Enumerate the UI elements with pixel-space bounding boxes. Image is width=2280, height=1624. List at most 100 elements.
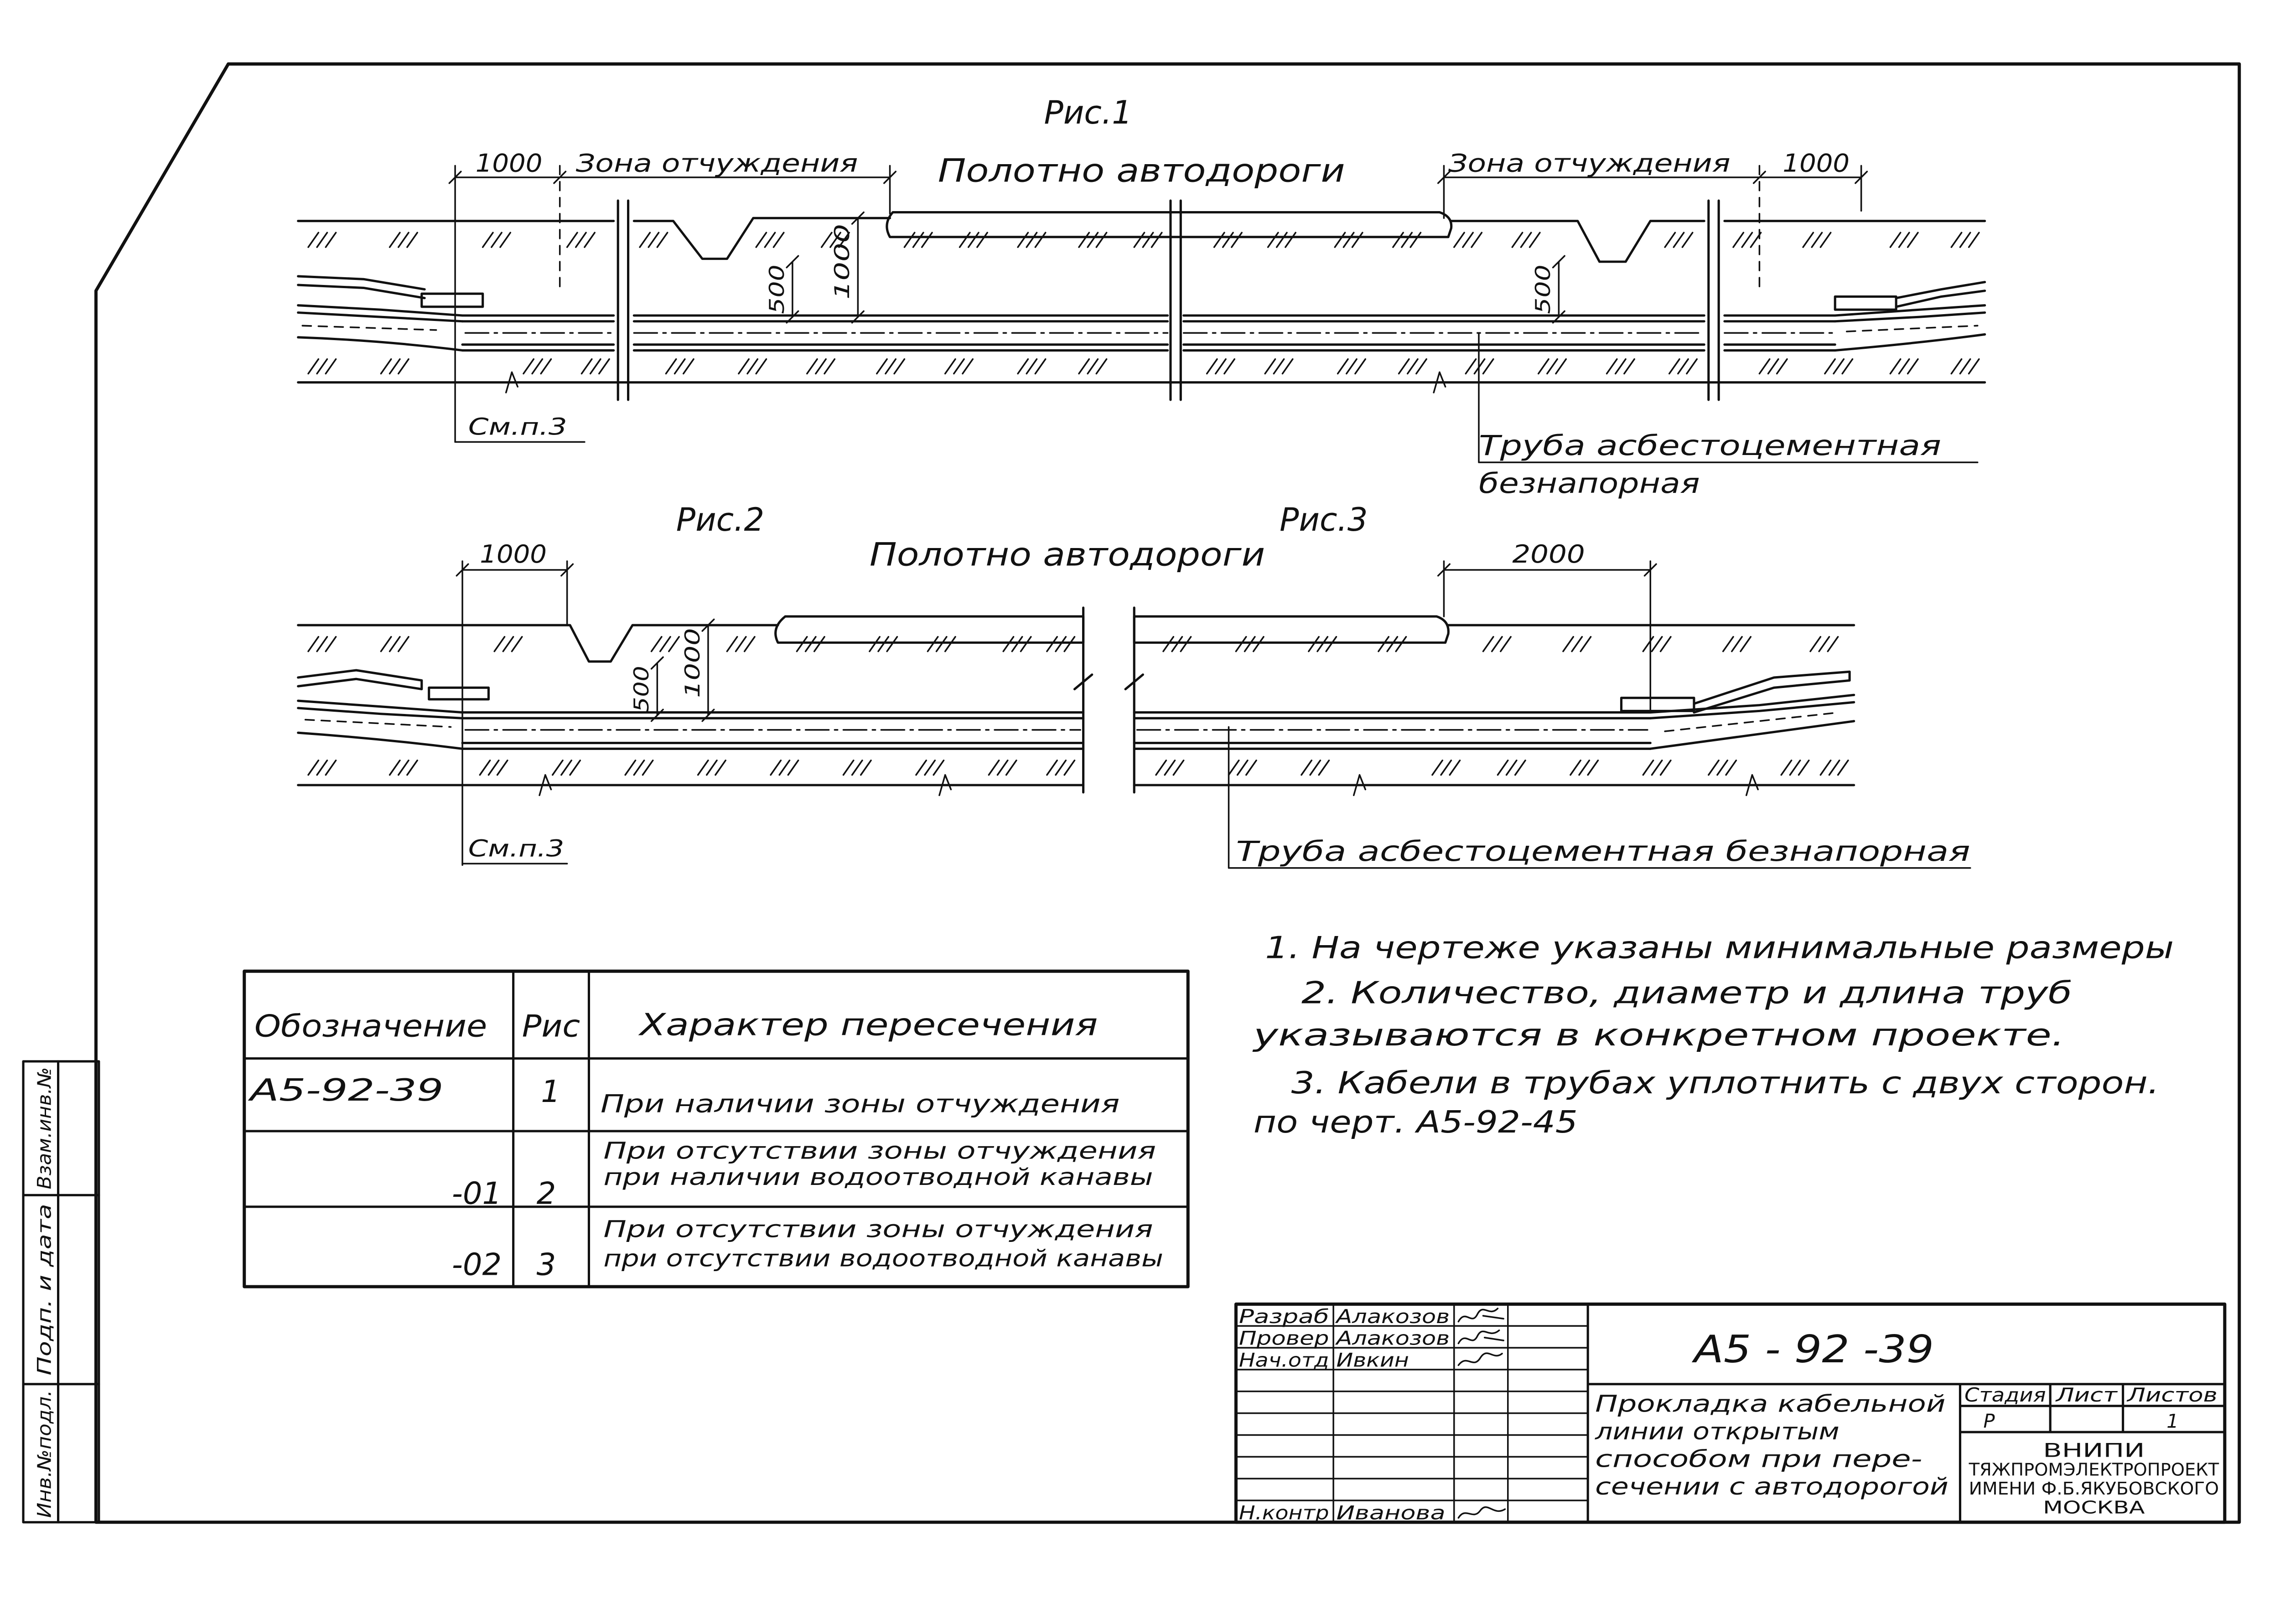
hatch-mark xyxy=(566,232,596,248)
hatch-mark xyxy=(1465,358,1494,375)
table-cell-designation: А5-92-39 xyxy=(248,1072,444,1108)
fig1-extension-lines xyxy=(454,165,1862,443)
hatch-mark xyxy=(1722,636,1752,652)
break-mark xyxy=(1745,774,1759,796)
break-mark xyxy=(539,774,552,796)
name-checker: Алакозов xyxy=(1335,1328,1450,1350)
hatch-mark xyxy=(1228,760,1257,776)
hatch-mark xyxy=(1264,358,1294,375)
fig2-ground-line xyxy=(297,624,779,663)
fig1-cable-left xyxy=(297,275,484,352)
hatch-mark xyxy=(1046,760,1076,776)
table-cell-fig: 3 xyxy=(537,1247,556,1283)
hatch-mark xyxy=(796,636,825,652)
hatch-mark xyxy=(1780,760,1810,776)
hatch-mark xyxy=(551,760,581,776)
hatch-mark xyxy=(1708,760,1737,776)
fig1-cable-right xyxy=(1834,281,1986,352)
hatch-mark xyxy=(1642,636,1672,652)
break-mark xyxy=(1433,371,1446,393)
hatch-mark xyxy=(1017,358,1047,375)
fig1-extension-lines-dashed xyxy=(559,165,1761,289)
fig1-zone-left: Зона отчуждения xyxy=(576,149,858,177)
hatch-mark xyxy=(1642,760,1672,776)
hatch-mark xyxy=(1398,358,1427,375)
hatch-mark xyxy=(482,232,512,248)
fig2-slab-box-left xyxy=(428,686,490,701)
hatch-mark xyxy=(1482,636,1512,652)
hatch-mark xyxy=(1562,636,1592,652)
hatch-mark xyxy=(665,358,694,375)
hatch-mark xyxy=(770,760,799,776)
drawing-title-line: линии открытым xyxy=(1595,1418,1840,1445)
hatch-mark xyxy=(1497,760,1526,776)
break-mark xyxy=(505,371,518,393)
margin-stamp-original-inv: Инв.№подл. xyxy=(34,1390,56,1518)
fig2-pipe xyxy=(461,711,1085,750)
sheet-label: Лист xyxy=(2055,1384,2118,1406)
figure-1: Рис.1 1000 Зона отчуждения Полотно автод… xyxy=(297,94,1986,500)
hatch-mark xyxy=(1155,760,1185,776)
fig2-cable-left xyxy=(297,669,490,750)
hatch-mark xyxy=(624,760,654,776)
fig1-slab-left xyxy=(297,275,426,300)
table-header-description: Характер пересечения xyxy=(638,1007,1098,1042)
drawing-title-line: сечении с автодорогой xyxy=(1595,1474,1948,1500)
hatch-mark xyxy=(820,232,850,248)
drawing-title-line: Прокладка кабельной xyxy=(1595,1391,1945,1417)
hatch-mark xyxy=(697,760,726,776)
fig3-pipe-label: Труба асбестоцементная безнапорная xyxy=(1236,836,1970,868)
stage-label: Стадия xyxy=(1964,1384,2046,1406)
fig1-slab-box-left xyxy=(420,292,484,308)
hatch-mark xyxy=(389,232,418,248)
hatch-mark xyxy=(523,358,552,375)
fig1-pipe-label-line1: Труба асбестоцементная xyxy=(1479,430,1941,462)
break-mark xyxy=(1352,774,1367,796)
fig1-pipe-leader xyxy=(1478,332,1979,463)
drawing-title-line: способом при пере- xyxy=(1595,1446,1922,1473)
signature xyxy=(1457,1506,1506,1519)
hatch-mark xyxy=(1017,232,1047,248)
break-mark xyxy=(938,774,952,796)
hatch-mark xyxy=(1809,636,1839,652)
fig2-cut-edge xyxy=(1073,606,1093,794)
table-cell-description: при отсутствии водоотводной канавы xyxy=(603,1246,1163,1272)
document-code: А5 - 92 -39 xyxy=(1691,1327,1934,1371)
table-frame xyxy=(243,969,1190,1288)
table-row: А5-92-39 1 При наличии зоны отчуждения xyxy=(248,1072,1119,1118)
fig3-extension-lines xyxy=(1443,560,1652,710)
hatch-mark xyxy=(1824,358,1854,375)
name-norm-control: Иванова xyxy=(1336,1502,1445,1524)
hatch-mark xyxy=(988,760,1017,776)
fig2-cable-line-left xyxy=(297,699,464,750)
table-cell-designation: -01 xyxy=(452,1175,502,1211)
hatch-mark xyxy=(944,358,974,375)
fig1-depth-right-500: 500 xyxy=(1531,264,1555,314)
hatch-mark xyxy=(1378,636,1407,652)
fig1-ground-line xyxy=(297,217,1986,263)
hatch-mark xyxy=(307,232,337,248)
hatch-mark xyxy=(1392,232,1422,248)
table-cell-designation: -02 xyxy=(452,1247,502,1283)
hatch-mark xyxy=(1889,358,1919,375)
hatch-mark xyxy=(1213,232,1243,248)
variants-table: Обозначение Рис Характер пересечения А5-… xyxy=(243,969,1190,1288)
fig3-cable-fill-right xyxy=(1664,711,1840,732)
hatch-mark xyxy=(1002,636,1032,652)
fig2-depth-dim-lines xyxy=(650,618,715,722)
hatch-mark xyxy=(650,636,680,652)
hatch-mark xyxy=(1301,760,1330,776)
fig1-cable-line-right xyxy=(1834,304,1986,352)
margin-stamp-grid xyxy=(22,1060,100,1524)
signature xyxy=(1457,1308,1504,1323)
fig3-pipe xyxy=(1133,711,1652,750)
fig3-cable-line-right xyxy=(1649,693,1855,750)
stage-value: Р xyxy=(1983,1410,1995,1432)
fig1-depth-dim-lines xyxy=(786,211,1565,324)
hatch-mark xyxy=(738,358,767,375)
hatch-mark xyxy=(1732,232,1762,248)
note-3-continued: по черт. А5-92-45 xyxy=(1254,1104,1578,1140)
fig2-cable-fill-left xyxy=(304,719,452,728)
role-checker: Провер xyxy=(1239,1328,1329,1350)
